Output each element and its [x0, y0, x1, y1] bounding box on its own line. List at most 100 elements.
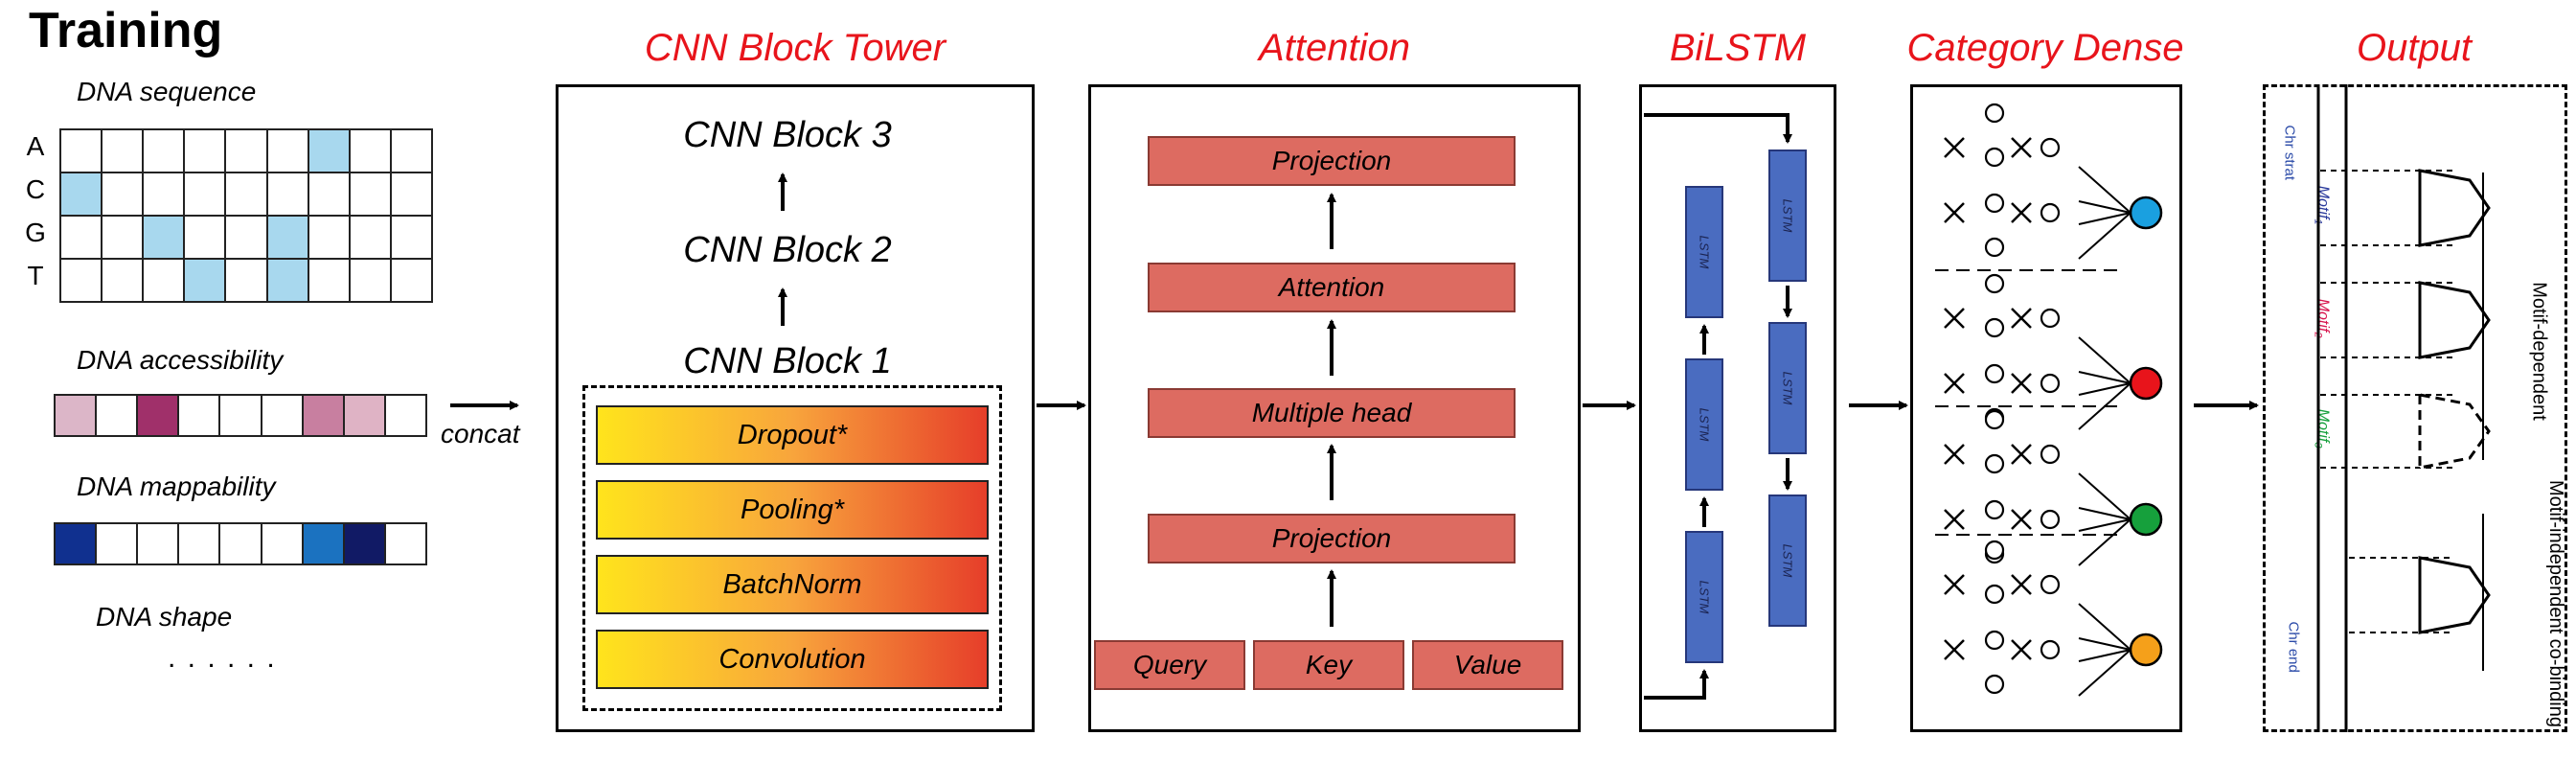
- cnn-block-2: CNN Block 2: [683, 230, 892, 270]
- figure-title: Training: [29, 3, 223, 58]
- dense-connection: [2078, 649, 2131, 697]
- value-input: Value: [1412, 640, 1563, 690]
- mappability-track: [54, 522, 427, 565]
- dense-connection: [2078, 518, 2131, 532]
- output-panel: [2263, 84, 2567, 732]
- dense-connection: [2078, 382, 2131, 430]
- base-label-t: T: [27, 261, 44, 290]
- category-output-node: [2129, 502, 2163, 537]
- dense-unit-circle: [2040, 202, 2061, 223]
- dense-unit-circle: [1984, 409, 2005, 430]
- category-output-node: [2129, 196, 2163, 230]
- lstm-backward-1: LSTM: [1768, 150, 1807, 282]
- dense-unit-circle: [1984, 103, 2005, 124]
- dense-connection: [2078, 518, 2131, 566]
- dense-connection: [2078, 637, 2131, 651]
- dense-node-groups: [1944, 103, 2163, 697]
- onehot-cell: [59, 172, 103, 217]
- dense-connection: [2078, 336, 2131, 384]
- dense-unit-circle: [1984, 237, 2005, 258]
- cnn-tower-title: CNN Block Tower: [644, 27, 946, 69]
- convolution-layer: Convolution: [596, 630, 989, 689]
- dense-dropout-cross: [2011, 308, 2032, 329]
- dna-sequence-label: DNA sequence: [77, 77, 257, 106]
- dropout-layer: Dropout*: [596, 405, 989, 465]
- arrow-bilstm-bottom: [1644, 669, 1709, 700]
- cnn-block-3: CNN Block 3: [683, 115, 892, 155]
- key-input: Key: [1253, 640, 1404, 690]
- tf-1-shape: [2418, 169, 2491, 247]
- dense-unit-circle: [1984, 584, 2005, 605]
- cnn-block-1: CNN Block 1: [683, 341, 892, 381]
- accessibility-cell: [301, 394, 345, 437]
- mappability-cell: [260, 522, 304, 565]
- onehot-cell: [142, 258, 186, 303]
- dense-dropout-cross: [2011, 202, 2032, 223]
- attention-layer: Attention: [1148, 263, 1516, 312]
- dense-connection: [2078, 382, 2131, 396]
- dense-unit-circle: [2040, 639, 2061, 660]
- onehot-cell: [348, 215, 392, 260]
- query-input: Query: [1094, 640, 1245, 690]
- dense-dropout-cross: [1944, 137, 1965, 158]
- dense-unit-circle: [1984, 674, 2005, 695]
- dense-dropout-cross: [2011, 509, 2032, 530]
- dense-connection: [2078, 472, 2131, 520]
- accessibility-cell: [95, 394, 139, 437]
- dense-dropout-cross: [1944, 202, 1965, 223]
- projection-bottom: Projection: [1148, 514, 1516, 564]
- lstm-backward-2: LSTM: [1768, 322, 1807, 454]
- batchnorm-layer: BatchNorm: [596, 555, 989, 614]
- mappability-cell: [54, 522, 98, 565]
- dense-unit-circle: [1984, 193, 2005, 214]
- category-dense-title: Category Dense: [1906, 27, 2184, 69]
- pooling-layer: Pooling*: [596, 480, 989, 540]
- dense-unit-circle: [1984, 363, 2005, 384]
- dense-dropout-cross: [1944, 574, 1965, 595]
- dense-dropout-cross: [2011, 574, 2032, 595]
- dense-dropout-cross: [1944, 639, 1965, 660]
- dense-unit-circle: [2040, 509, 2061, 530]
- dense-unit-circle: [1984, 540, 2005, 561]
- dense-unit-circle: [1984, 273, 2005, 294]
- accessibility-track: [54, 394, 427, 437]
- onehot-cell: [224, 215, 268, 260]
- dna-shape-label: DNA shape: [96, 602, 233, 632]
- dense-unit-circle: [2040, 444, 2061, 465]
- attention-title: Attention: [1259, 27, 1410, 69]
- dense-connection: [2078, 507, 2131, 520]
- dense-connection: [2078, 166, 2131, 214]
- dense-dropout-cross: [2011, 137, 2032, 158]
- bilstm-title: BiLSTM: [1669, 27, 1807, 69]
- dense-connection: [2078, 649, 2131, 662]
- dense-unit-circle: [1984, 147, 2005, 168]
- dna-accessibility-label: DNA accessibility: [77, 345, 284, 375]
- dense-connection: [2078, 212, 2131, 225]
- dense-unit-circle: [1984, 499, 2005, 520]
- dense-unit-circle: [2040, 137, 2061, 158]
- dense-dropout-cross: [2011, 373, 2032, 394]
- dense-connection: [2078, 603, 2131, 651]
- base-label-g: G: [25, 218, 46, 247]
- onehot-cell: [265, 258, 309, 303]
- category-output-node: [2129, 366, 2163, 401]
- dense-connection: [2078, 212, 2131, 260]
- accessibility-cell: [383, 394, 427, 437]
- dense-unit-circle: [1984, 453, 2005, 474]
- output-title: Output: [2356, 27, 2473, 69]
- dense-dropout-cross: [1944, 444, 1965, 465]
- onehot-cell: [348, 128, 392, 173]
- multiple-head-layer: Multiple head: [1148, 388, 1516, 438]
- onehot-cell: [183, 258, 227, 303]
- lstm-forward-3: LSTM: [1685, 186, 1723, 318]
- tf-n-shape: [2418, 556, 2491, 634]
- mappability-cell: [383, 522, 427, 565]
- arrow-bilstm-in: [1644, 113, 1792, 144]
- onehot-cell: [389, 258, 433, 303]
- onehot-cell: [101, 258, 145, 303]
- onehot-cell: [348, 258, 392, 303]
- mappability-cell: [177, 522, 221, 565]
- category-dense-panel: [1910, 84, 2182, 732]
- dense-connection: [2078, 200, 2131, 214]
